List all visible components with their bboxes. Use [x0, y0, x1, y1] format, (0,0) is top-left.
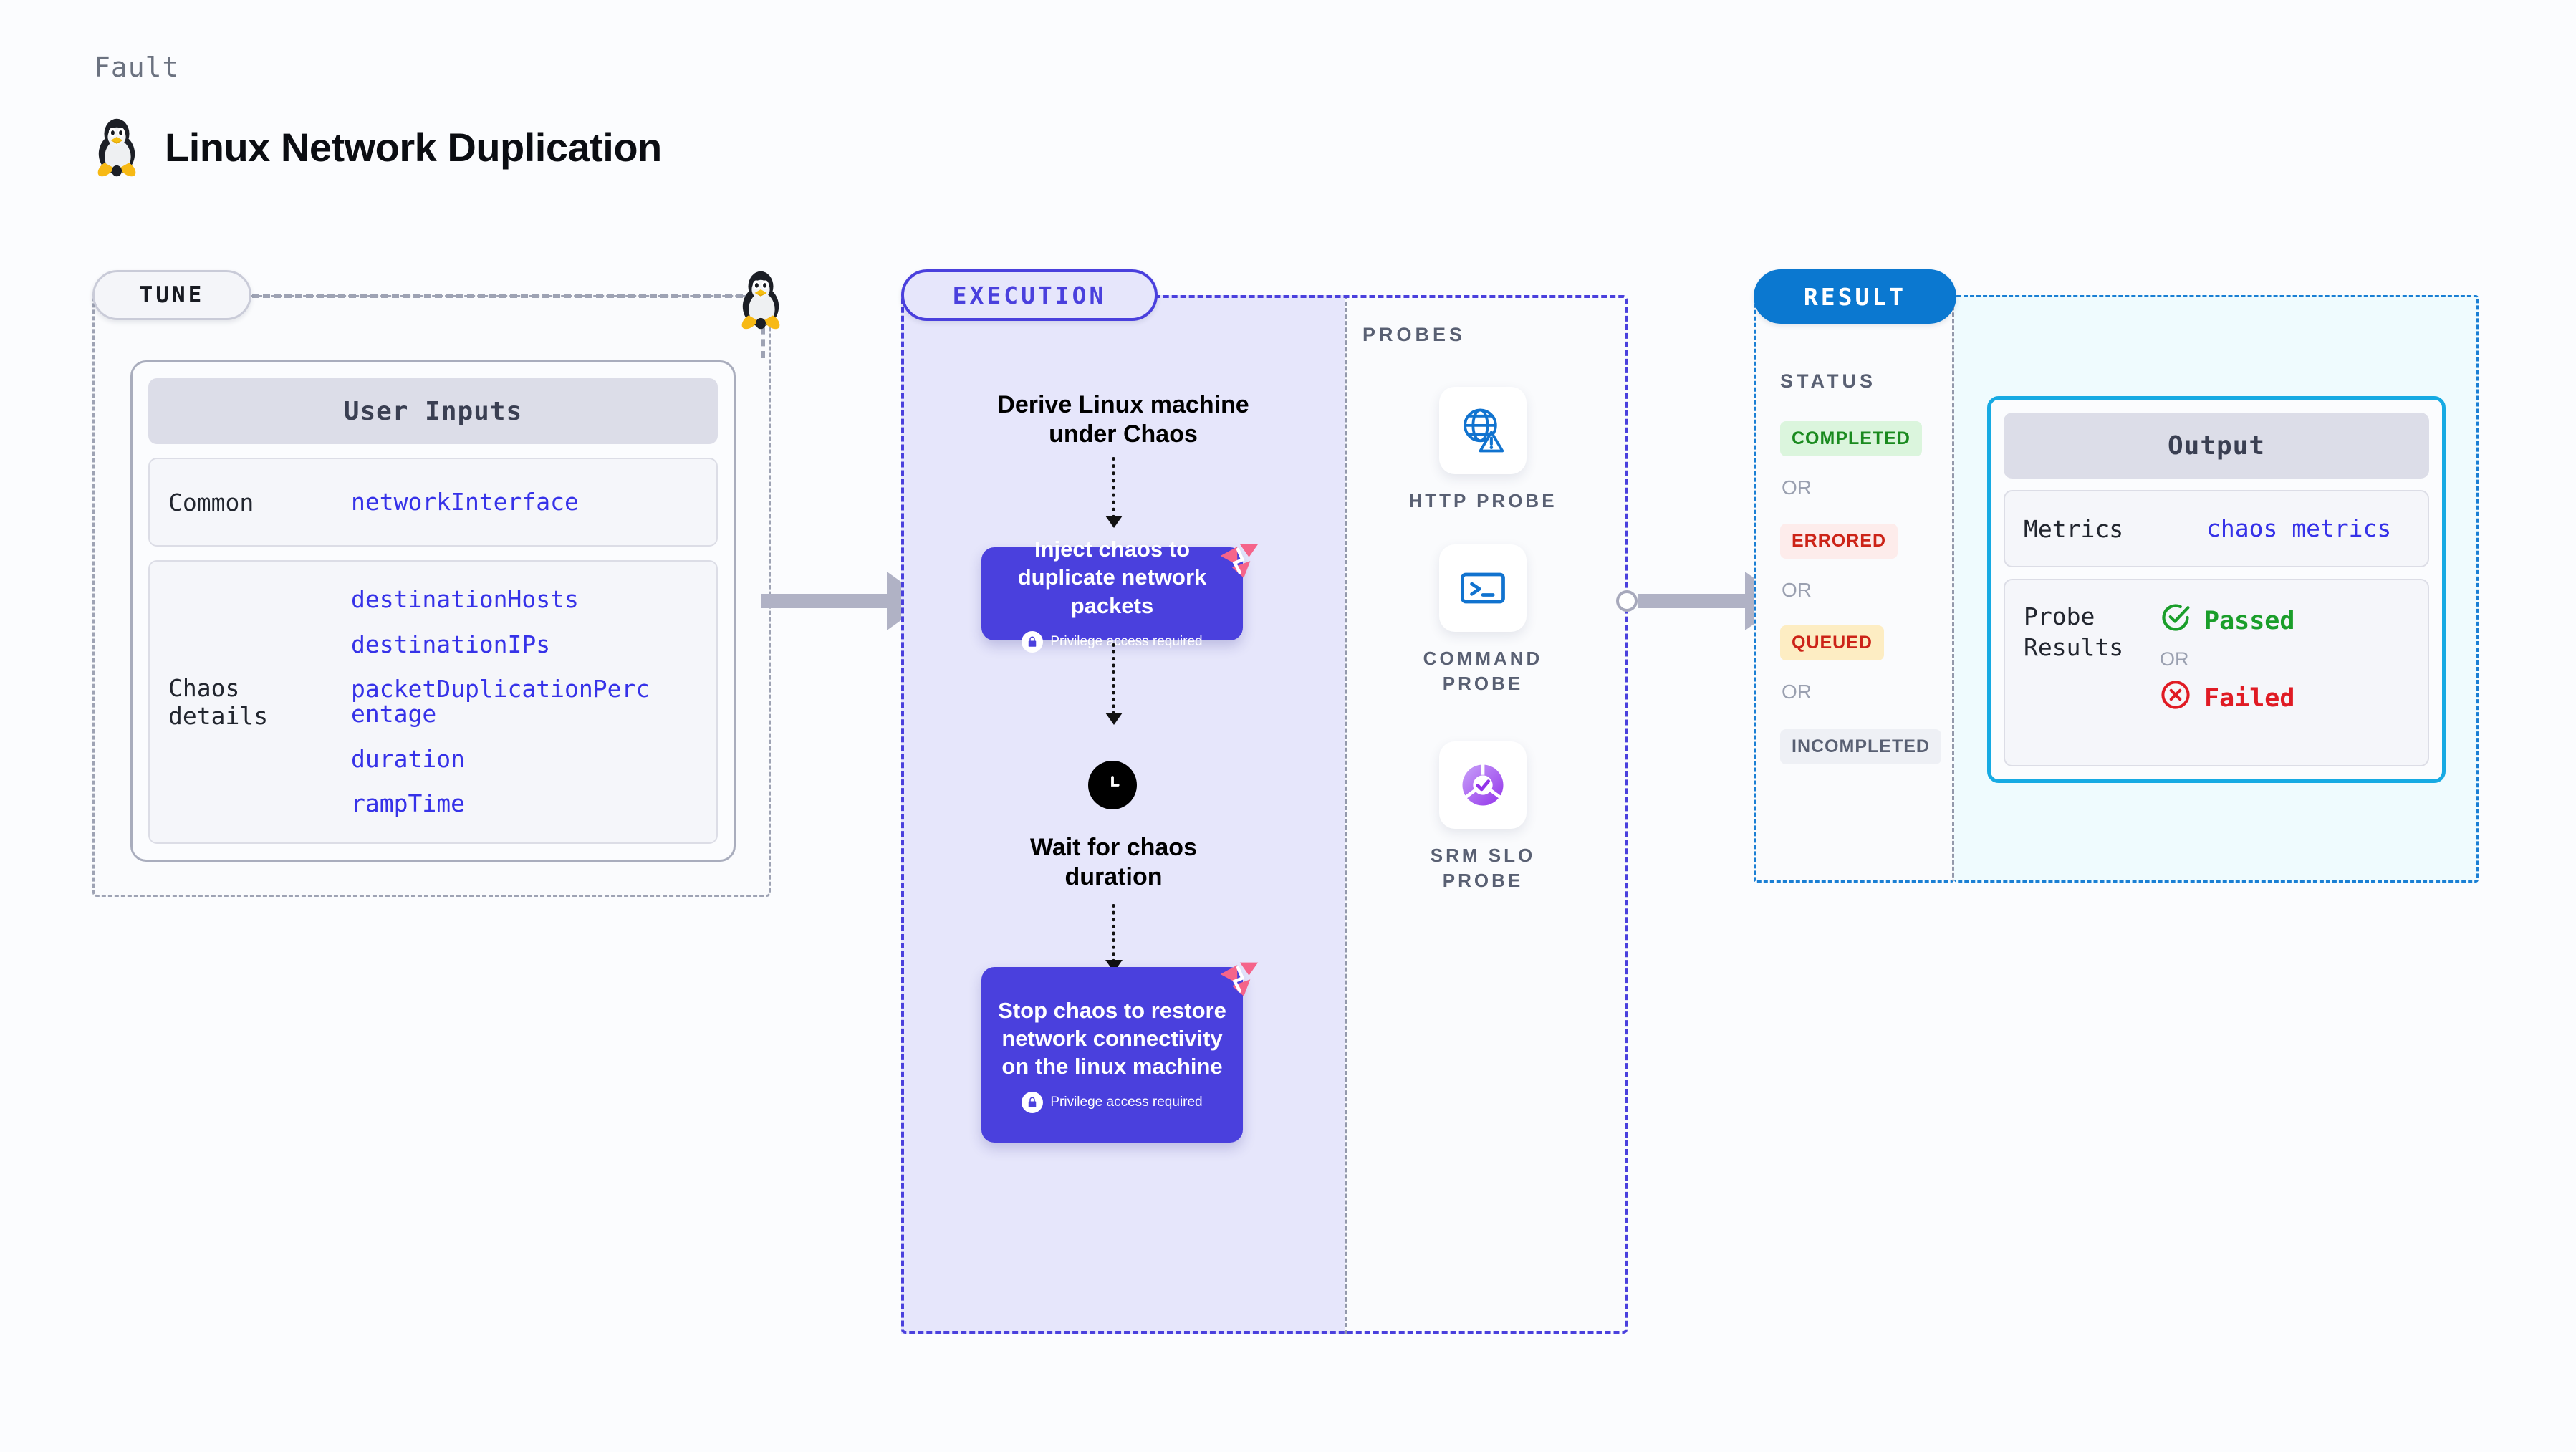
execution-step-wait: Wait for chaos duration: [1030, 834, 1197, 891]
tune-linux-penguin-icon: [736, 266, 786, 336]
input-value[interactable]: packetDuplicationPercentage: [351, 675, 650, 728]
execution-step-stop-chaos[interactable]: Stop chaos to restore network connectivi…: [981, 967, 1243, 1143]
privilege-note: Privilege access required: [1022, 630, 1203, 653]
input-row-values: networkInterface: [351, 487, 579, 516]
status-badge-queued: QUEUED: [1780, 625, 1884, 660]
output-row-metrics: Metrics chaos metrics: [2004, 490, 2429, 567]
input-value[interactable]: rampTime: [351, 789, 465, 818]
output-row-label: Metrics: [2024, 514, 2124, 543]
privilege-label: Privilege access required: [1050, 633, 1203, 649]
probe-label: HTTP PROBE: [1408, 490, 1557, 511]
execution-step-derive: Derive Linux machine under Chaos: [997, 391, 1249, 448]
slo-donut-check-icon: [1439, 741, 1527, 829]
fault-kicker: Fault: [94, 52, 180, 83]
probes-title: PROBES: [1363, 324, 1466, 345]
passed-label: Passed: [2204, 606, 2295, 635]
probe-http[interactable]: HTTP PROBE: [1397, 387, 1569, 514]
clock-icon: [1088, 761, 1137, 809]
flow-connector-arrow: [1105, 713, 1123, 725]
execution-section-label: EXECUTION: [901, 269, 1158, 321]
input-value[interactable]: duration: [351, 744, 465, 773]
result-section-label: RESULT: [1754, 269, 1956, 324]
connector-stub: [761, 594, 772, 608]
output-card-header: Output: [2004, 413, 2429, 479]
connector-bar: [1638, 594, 1745, 608]
flow-connector-arrow: [1105, 516, 1123, 528]
input-row-common: Common networkInterface: [148, 458, 718, 547]
or-label: OR: [1782, 579, 1812, 601]
or-label: OR: [1782, 681, 1812, 703]
flow-connector-line: [1112, 457, 1115, 519]
connector-bar: [772, 594, 887, 608]
execution-region: [901, 295, 1628, 1334]
failed-label: Failed: [2204, 683, 2295, 713]
check-circle-icon: [2160, 602, 2191, 640]
step-label: Inject chaos to duplicate network packet…: [1017, 537, 1207, 618]
user-inputs-card: User Inputs Common networkInterface Chao…: [130, 360, 736, 862]
or-label: OR: [1782, 476, 1812, 499]
status-badge-incompleted: INCOMPLETED: [1780, 729, 1941, 764]
page-title: Linux Network Duplication: [165, 124, 662, 170]
tune-tux-connector: [761, 315, 765, 358]
input-row-chaos-details: Chaos details destinationHosts destinati…: [148, 560, 718, 844]
output-metrics-value[interactable]: chaos metrics: [2206, 514, 2392, 542]
status-badge-completed: COMPLETED: [1780, 421, 1922, 456]
privilege-note: Privilege access required: [1022, 1092, 1203, 1114]
result-status-pane: [1754, 295, 1954, 883]
probe-result-passed: Passed: [2160, 602, 2294, 640]
output-card: Output Metrics chaos metrics Probe Resul…: [1987, 396, 2446, 783]
harness-chaos-badge-icon: [1218, 960, 1259, 1001]
globe-alert-icon: [1439, 387, 1527, 474]
page-title-row: Linux Network Duplication: [92, 115, 662, 179]
lock-icon: [1022, 630, 1044, 653]
privilege-label: Privilege access required: [1050, 1095, 1203, 1110]
input-row-label: Common: [168, 488, 254, 516]
linux-penguin-icon: [92, 115, 142, 179]
probe-result-values: Passed OR Failed: [2160, 602, 2294, 717]
probe-label: SRM SLO PROBE: [1430, 845, 1536, 892]
status-badge-errored: ERRORED: [1780, 524, 1898, 559]
status-title: STATUS: [1780, 370, 1876, 392]
flow-connector-line: [1112, 904, 1115, 963]
input-row-values: destinationHosts destinationIPs packetDu…: [351, 587, 659, 817]
tune-dashed-connector: [252, 294, 754, 298]
output-row-probe-results: Probe Results Passed OR: [2004, 579, 2429, 766]
terminal-icon: [1439, 544, 1527, 632]
flow-connector-line: [1112, 643, 1115, 715]
tune-section-label: TUNE: [92, 270, 251, 320]
harness-chaos-badge-icon: [1218, 542, 1259, 583]
user-inputs-header: User Inputs: [148, 378, 718, 444]
input-value[interactable]: destinationIPs: [351, 630, 551, 658]
input-value[interactable]: destinationHosts: [351, 585, 579, 614]
x-circle-icon: [2160, 679, 2191, 717]
or-label: OR: [2160, 648, 2189, 670]
execution-pane: [901, 295, 1345, 1334]
connector-node: [1616, 590, 1638, 612]
probe-label: COMMAND PROBE: [1423, 648, 1543, 695]
input-row-label: Chaos details: [168, 674, 269, 730]
probe-srm-slo[interactable]: SRM SLO PROBE: [1397, 741, 1569, 893]
lock-icon: [1022, 1092, 1044, 1114]
probe-command[interactable]: COMMAND PROBE: [1397, 544, 1569, 696]
step-label: Stop chaos to restore network connectivi…: [998, 997, 1226, 1080]
probe-result-failed: Failed: [2160, 679, 2294, 717]
output-row-label: Probe Results: [2024, 602, 2124, 661]
input-value[interactable]: networkInterface: [351, 487, 579, 516]
execution-step-inject-chaos[interactable]: Inject chaos to duplicate network packet…: [981, 537, 1243, 653]
